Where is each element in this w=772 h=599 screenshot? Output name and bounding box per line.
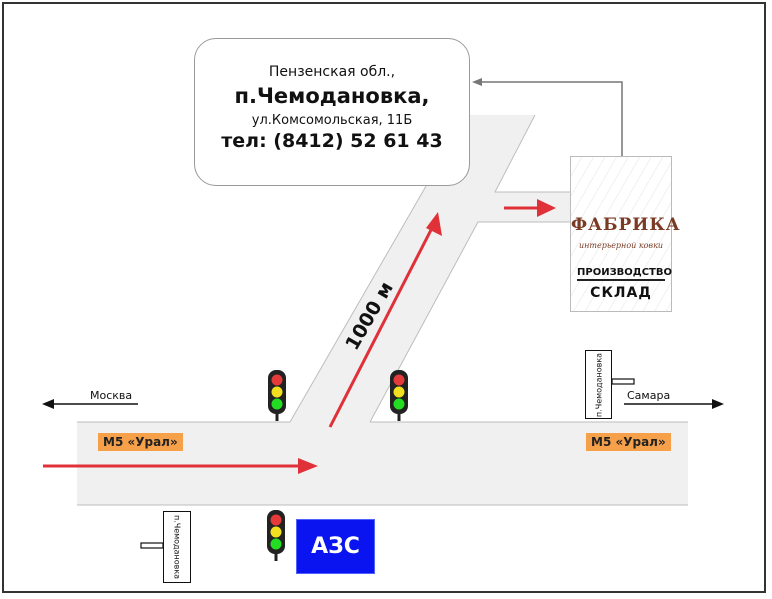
logo-to-address-line	[480, 81, 623, 156]
moscow-arrowhead	[42, 399, 54, 409]
traffic-light-icon	[268, 370, 286, 421]
company-logo: ФАБРИКА интерьерной ковки ПРОИЗВОДСТВО С…	[570, 156, 681, 312]
direction-moscow: Москва	[90, 389, 133, 402]
side-road	[290, 115, 570, 422]
route-arrow-diagonal	[328, 227, 434, 428]
address-street: ул.Комсомольская, 11Б	[251, 113, 413, 128]
side-road-right-lower-edge	[369, 221, 570, 423]
company-production: ПРОИЗВОДСТВО	[577, 267, 672, 281]
address-village: п.Чемодановка,	[234, 84, 430, 108]
arrowhead-to-address	[472, 78, 482, 86]
side-road-right-edge	[494, 114, 570, 193]
traffic-light-icon	[390, 370, 408, 421]
highway-badge-right: М5 «Урал»	[586, 433, 671, 451]
main-road	[77, 422, 688, 505]
address-region: Пензенская обл.,	[268, 64, 396, 80]
village-sign-left-text: п.Чемодановка	[172, 514, 182, 580]
address-card: Пензенская обл., п.Чемодановка, ул.Комсо…	[194, 38, 470, 186]
village-sign-right: п.Чемодановка	[585, 350, 612, 419]
route-arrowhead-diagonal	[426, 212, 442, 236]
samara-arrowhead	[712, 399, 724, 409]
route-arrowhead-branch	[537, 199, 556, 217]
gas-station-sign: АЗС	[296, 519, 375, 574]
company-tagline: интерьерной ковки	[578, 241, 664, 250]
village-sign-right-text: п.Чемодановка	[594, 352, 603, 417]
map-frame	[2, 2, 766, 593]
highway-badge-left: М5 «Урал»	[98, 433, 183, 451]
sign-post-right	[611, 378, 635, 385]
company-warehouse: СКЛАД	[590, 285, 652, 301]
company-brand: ФАБРИКА	[571, 215, 681, 235]
direction-samara: Самара	[627, 389, 671, 402]
traffic-light-icon	[267, 510, 285, 561]
address-phone[interactable]: тел: (8412) 52 61 43	[221, 130, 443, 152]
sign-post-left	[140, 542, 164, 549]
route-arrowhead-main	[298, 458, 318, 474]
village-sign-left: п.Чемодановка	[163, 511, 191, 583]
